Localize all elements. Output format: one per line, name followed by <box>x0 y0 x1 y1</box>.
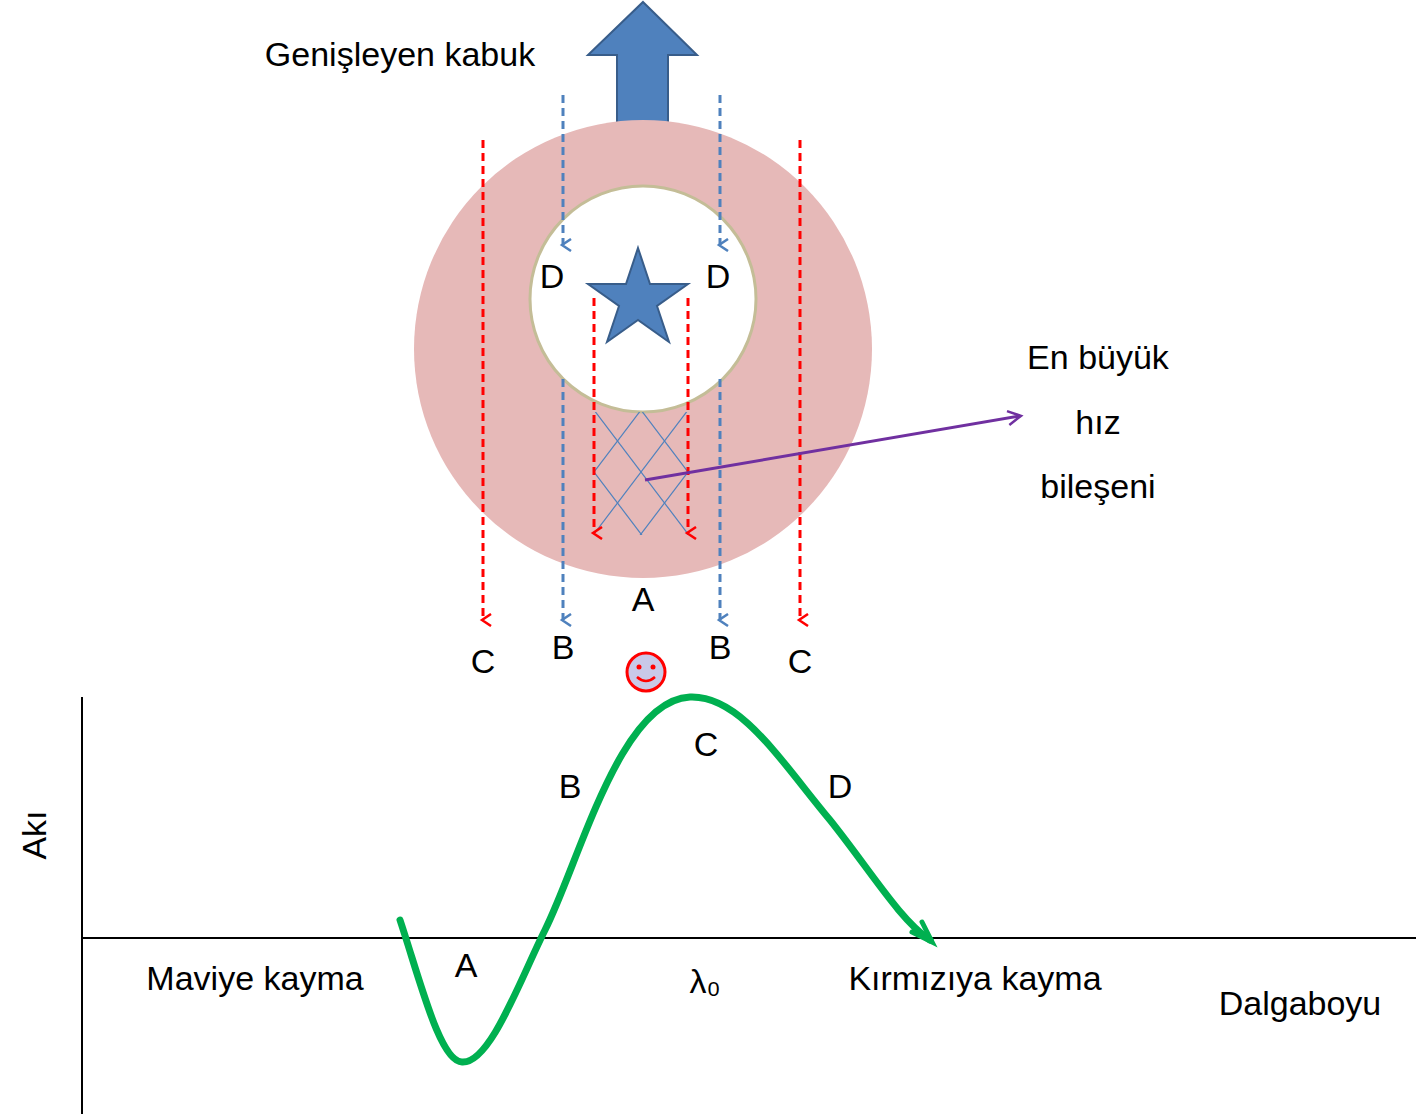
label-text: Dalgaboyu <box>1219 984 1382 1023</box>
emission-ray <box>799 140 802 620</box>
label-text: D <box>828 767 853 806</box>
emission-ray <box>482 140 485 620</box>
occulted-ray <box>719 95 722 245</box>
expansion-arrow <box>588 2 697 140</box>
label-text: Akı <box>15 810 54 859</box>
p-cygni-profile <box>400 697 930 1062</box>
label-text: A <box>455 946 478 985</box>
label-text: C <box>694 725 719 764</box>
label-text: En büyük hız bileşeni <box>1013 325 1183 519</box>
absorption-ray <box>593 298 596 533</box>
profile-end <box>912 922 932 942</box>
label-text: λ₀ <box>689 962 720 1001</box>
label-text: D <box>706 257 731 296</box>
label-text: Genişleyen kabuk <box>265 35 535 74</box>
label-text: B <box>559 767 582 806</box>
label-text: B <box>709 628 732 667</box>
leader-line <box>645 416 1020 480</box>
observer-icon <box>627 653 665 691</box>
absorption-ray <box>687 298 690 533</box>
label-text: Maviye kayma <box>146 959 363 998</box>
occulted-ray <box>562 95 565 245</box>
label-text: A <box>632 580 655 619</box>
star <box>588 248 688 342</box>
label-text: Kırmızıya kayma <box>848 959 1101 998</box>
flux-axis <box>81 697 83 1114</box>
emission-ray <box>562 379 565 620</box>
label-text: C <box>788 642 813 681</box>
wavelength-axis <box>82 937 1416 939</box>
emission-ray <box>719 379 722 620</box>
label-text: B <box>552 628 575 667</box>
label-text: D <box>540 257 565 296</box>
label-text: C <box>471 642 496 681</box>
max-velocity-region <box>594 412 688 535</box>
